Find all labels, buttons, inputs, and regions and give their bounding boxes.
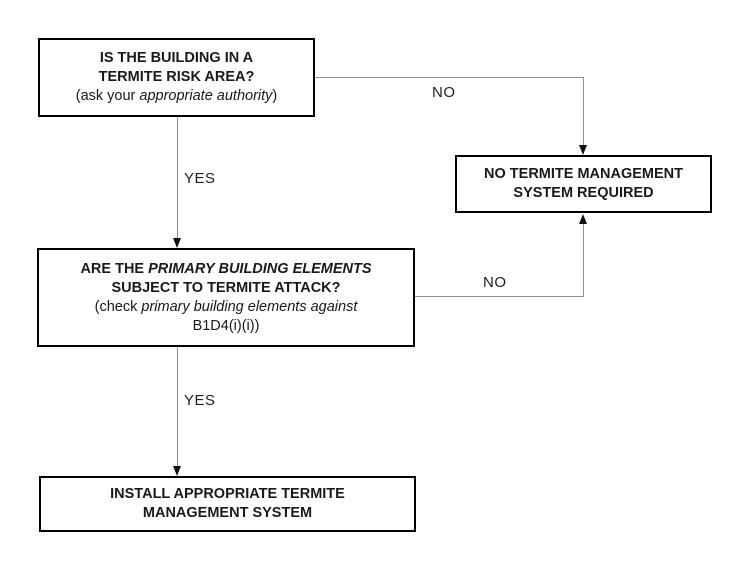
node-note-text: ) xyxy=(272,88,278,104)
node-text-line: NO TERMITE MANAGEMENT xyxy=(484,166,683,182)
connector-q1-to-q2 xyxy=(177,117,178,238)
node-note: (check primary building elements against xyxy=(95,298,358,317)
node-text: ARE THE xyxy=(80,260,149,277)
arrowhead-down-into-install-icon xyxy=(173,466,181,476)
node-note-line2: B1D4(i)(i)) xyxy=(192,317,260,334)
node-note-italic-text: appropriate authority xyxy=(139,88,273,104)
node-termite-risk-area-question: IS THE BUILDING IN A TERMITE RISK AREA? … xyxy=(38,38,315,117)
edge-label-yes-q2: YES xyxy=(184,392,216,409)
connector-q2-to-nosys-vertical xyxy=(583,223,584,297)
connector-q2-to-nosys-horizontal xyxy=(415,296,584,297)
connector-q2-to-install xyxy=(177,347,178,466)
node-italic-text: PRIMARY BUILDING ELEMENTS xyxy=(148,260,372,277)
node-text-line: TERMITE RISK AREA? xyxy=(98,69,255,85)
connector-q1-to-nosys-horizontal xyxy=(315,77,584,78)
arrowhead-up-into-nosys-icon xyxy=(579,214,587,224)
node-text-line: MANAGEMENT SYSTEM xyxy=(142,505,313,521)
edge-label-no-q1: NO xyxy=(432,84,456,101)
node-text-line: IS THE BUILDING IN A xyxy=(99,50,254,66)
node-primary-elements-question: ARE THE PRIMARY BUILDING ELEMENTS SUBJEC… xyxy=(37,248,415,347)
node-note-text: (check xyxy=(94,298,142,315)
edge-label-no-q2: NO xyxy=(483,274,507,291)
arrowhead-down-into-nosys-icon xyxy=(579,145,587,155)
node-note: (ask your appropriate authority) xyxy=(76,87,278,106)
connector-q1-to-nosys-vertical xyxy=(583,77,584,146)
node-note-italic-text: primary building elements against xyxy=(141,298,358,315)
node-text-line: INSTALL APPROPRIATE TERMITE xyxy=(110,486,345,502)
node-text-line: SUBJECT TO TERMITE ATTACK? xyxy=(111,279,341,296)
arrowhead-down-into-q2-icon xyxy=(173,238,181,248)
node-text-line: SYSTEM REQUIRED xyxy=(513,185,654,201)
node-no-system-required: NO TERMITE MANAGEMENT SYSTEM REQUIRED xyxy=(455,155,712,213)
node-text-line: ARE THE PRIMARY BUILDING ELEMENTS xyxy=(80,260,371,279)
node-install-system: INSTALL APPROPRIATE TERMITE MANAGEMENT S… xyxy=(39,476,416,532)
edge-label-yes-q1: YES xyxy=(184,170,216,187)
node-note-text: (ask your xyxy=(75,88,140,104)
